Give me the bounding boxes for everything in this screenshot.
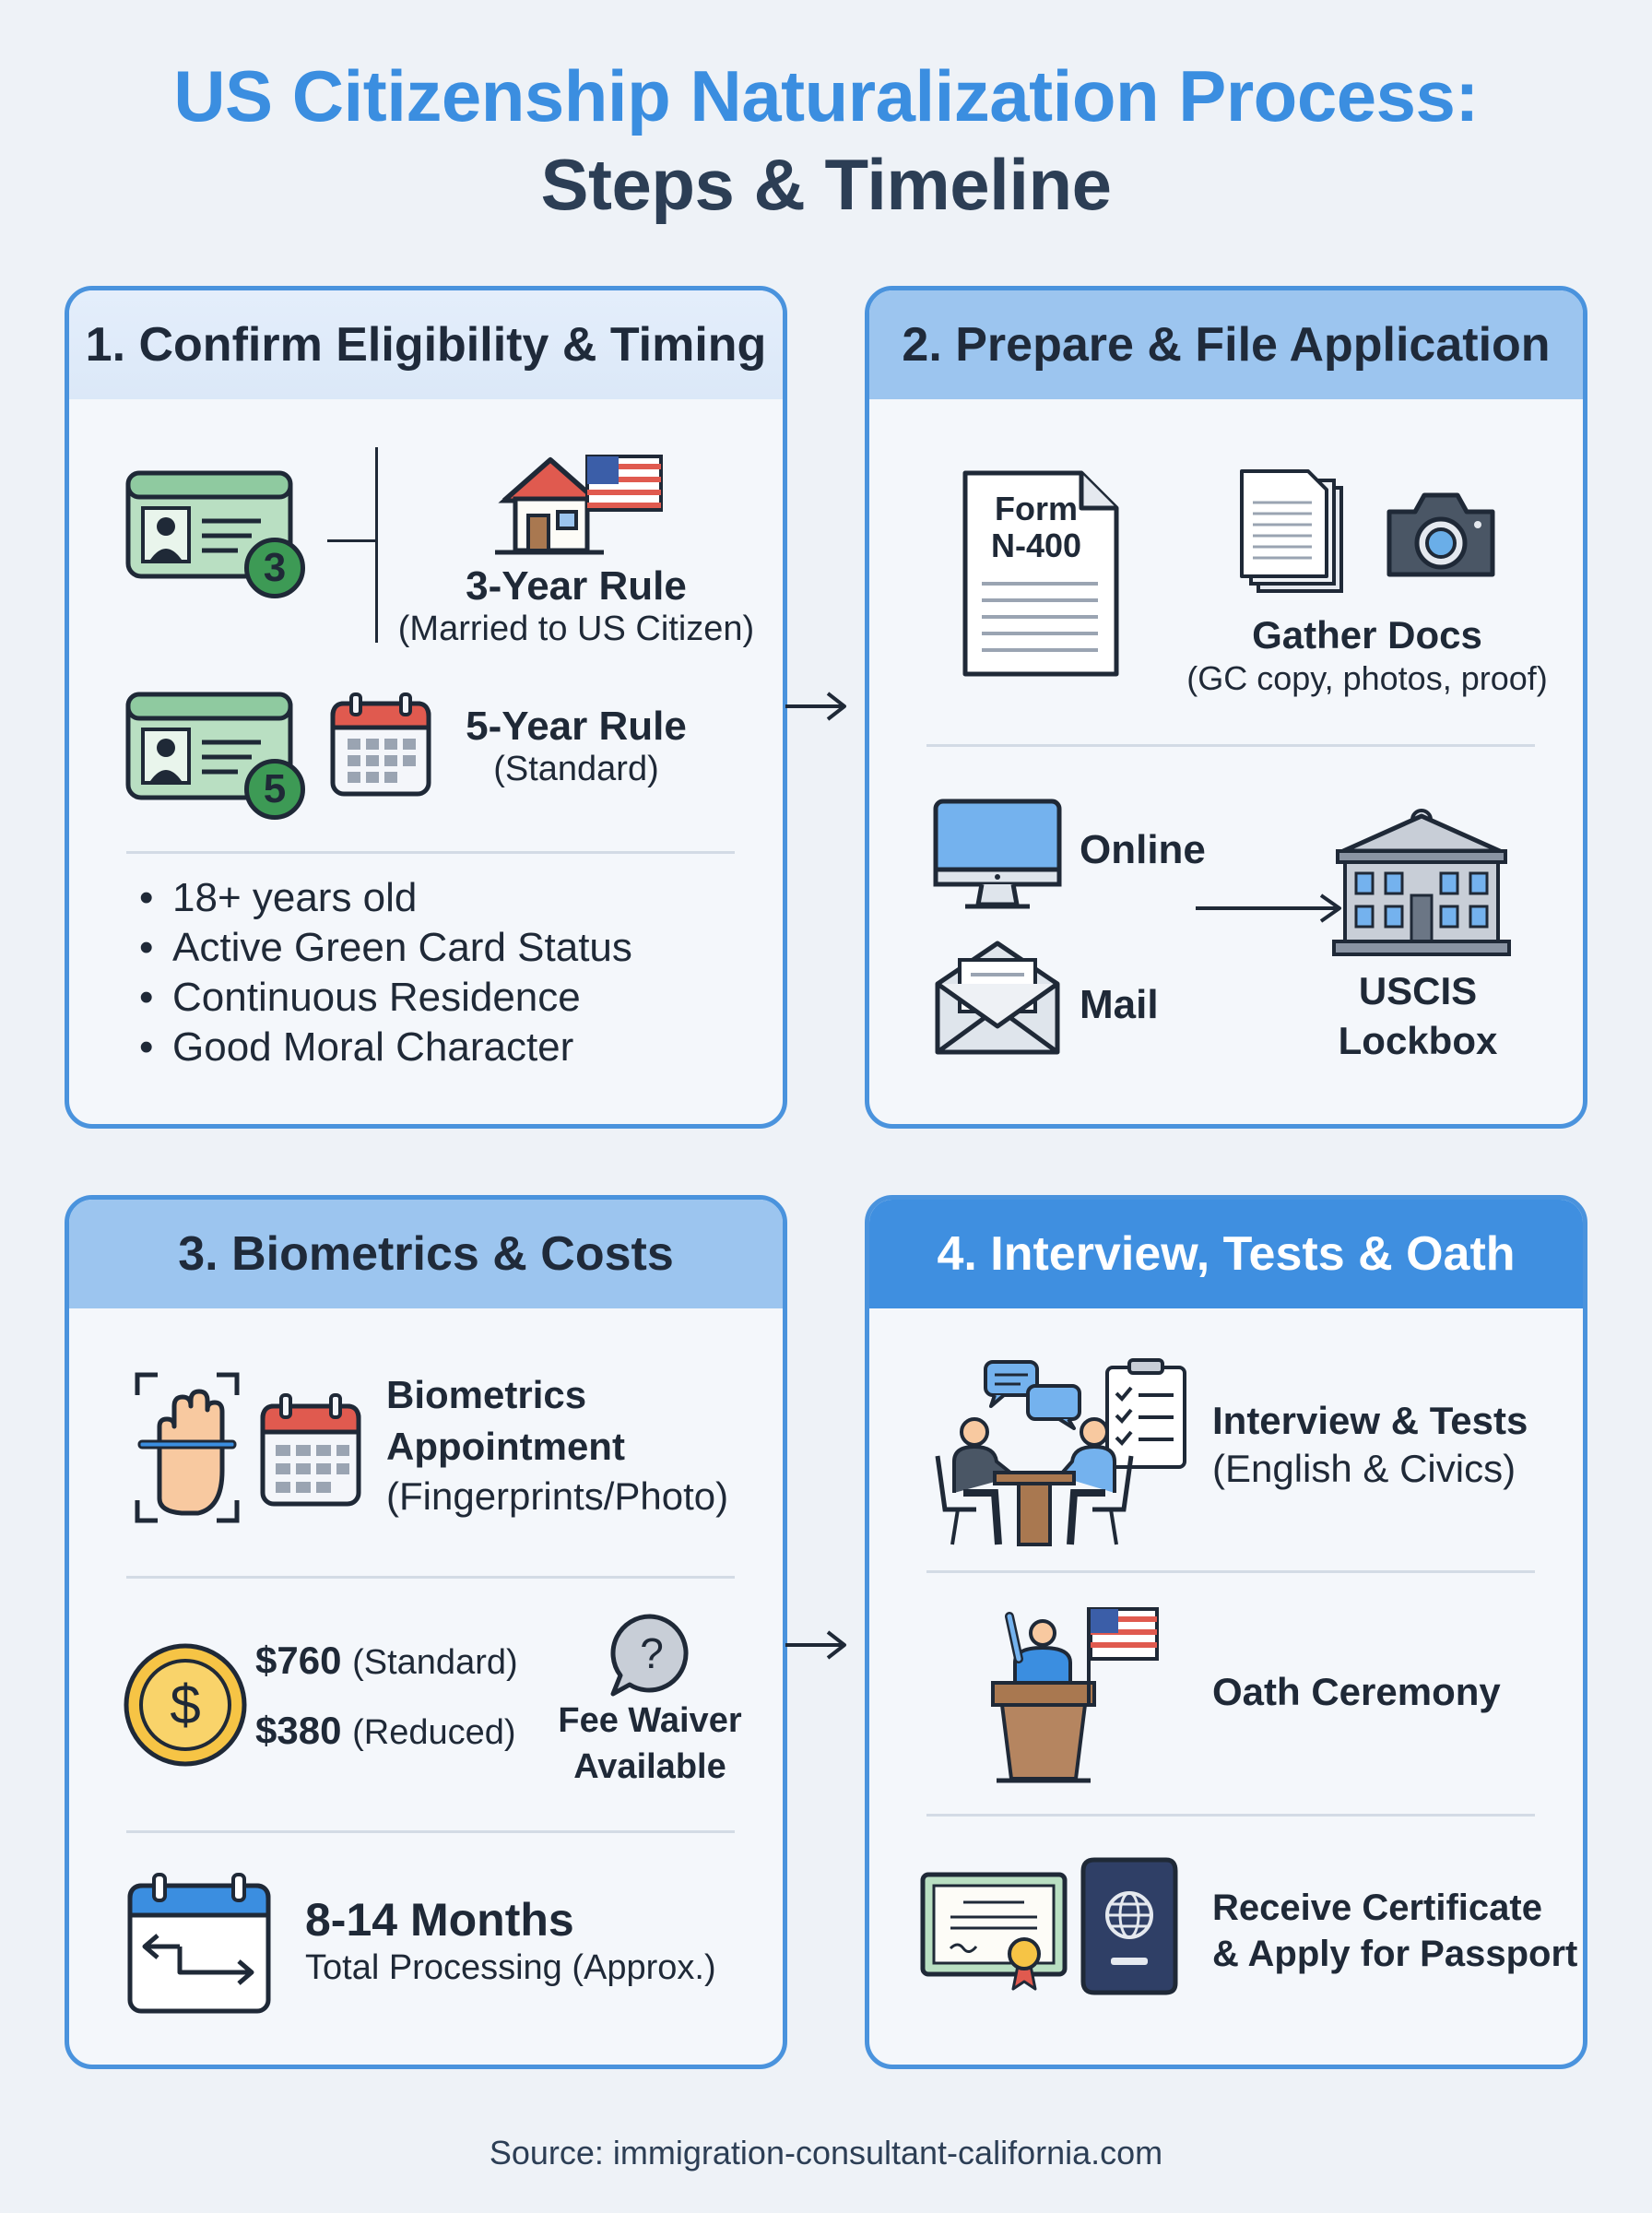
house-flag-icon — [495, 455, 663, 555]
dollar-coin-icon: $ — [124, 1643, 247, 1767]
gather-docs-subtitle: (GC copy, photos, proof) — [1186, 659, 1548, 697]
title-line-1: US Citizenship Naturalization Process: — [173, 55, 1479, 136]
monitor-icon — [933, 799, 1062, 909]
destination-line1: USCIS — [1358, 969, 1478, 1012]
page-title: US Citizenship Naturalization Process: S… — [0, 52, 1652, 229]
panel4-divider-2 — [926, 1814, 1535, 1817]
interview-title: Interview & Tests — [1212, 1399, 1528, 1442]
panel-prepare-header: 2. Prepare & File Application — [869, 290, 1583, 399]
interview-subtitle: (English & Civics) — [1212, 1447, 1516, 1490]
badge-5: 5 — [244, 759, 305, 820]
rule3-title: 3-Year Rule — [466, 563, 687, 609]
building-icon — [1332, 809, 1511, 956]
fee-reduced-amount: $380 — [255, 1709, 342, 1752]
title-line-2: Steps & Timeline — [540, 144, 1112, 225]
envelope-icon — [935, 941, 1060, 1055]
appointment-line2: Appointment — [386, 1425, 625, 1468]
camera-icon — [1386, 492, 1495, 577]
certificate-line2: & Apply for Passport — [1212, 1934, 1578, 1974]
passport-icon — [1080, 1857, 1178, 1995]
panel-interview-header: 4. Interview, Tests & Oath — [869, 1200, 1583, 1308]
calendar-icon — [330, 692, 431, 797]
panel-biometrics: 3. Biometrics & Costs Biometrics Appoint… — [65, 1195, 787, 2069]
panel-eligibility: 1. Confirm Eligibility & Timing 3 3-Year… — [65, 286, 787, 1129]
requirements-list: 18+ years old Active Green Card Status C… — [139, 873, 632, 1072]
fingerprint-scan-icon — [135, 1372, 240, 1523]
rule3-subtitle: (Married to US Citizen) — [397, 609, 755, 648]
panel3-divider-2 — [126, 1830, 735, 1833]
fee-standard: $760 (Standard) — [255, 1639, 518, 1683]
waiver-line2: Available — [573, 1747, 726, 1786]
panel-prepare: 2. Prepare & File Application Form N-400… — [865, 286, 1587, 1129]
oath-title: Oath Ceremony — [1212, 1670, 1501, 1713]
calendar-icon-2 — [260, 1393, 361, 1507]
svg-text:?: ? — [640, 1629, 664, 1677]
interview-icon — [935, 1358, 1186, 1546]
fee-reduced: $380 (Reduced) — [255, 1709, 516, 1753]
form-label-line2: N-400 — [990, 527, 1082, 564]
question-bubble-icon: ? — [610, 1614, 689, 1697]
requirement-item: Good Moral Character — [139, 1023, 632, 1072]
panel-biometrics-header: 3. Biometrics & Costs — [69, 1200, 783, 1308]
appointment-line3: (Fingerprints/Photo) — [386, 1474, 729, 1518]
rule5-subtitle: (Standard) — [493, 750, 659, 788]
waiver-line1: Fee Waiver — [558, 1701, 742, 1740]
requirement-item: 18+ years old — [139, 873, 632, 923]
badge-5-label: 5 — [263, 766, 287, 811]
arrow-right-icon — [1196, 893, 1341, 923]
fee-reduced-label: (Reduced) — [352, 1713, 516, 1752]
podium-icon — [991, 1607, 1159, 1783]
connector-line — [327, 539, 375, 542]
source-credit: Source: immigration-consultant-californi… — [489, 2134, 1163, 2172]
fee-standard-label: (Standard) — [352, 1643, 518, 1682]
requirement-item: Continuous Residence — [139, 973, 632, 1023]
divider-vertical — [375, 447, 378, 643]
gather-docs-title: Gather Docs — [1252, 613, 1482, 657]
rule5-title: 5-Year Rule — [466, 704, 687, 749]
fee-standard-amount: $760 — [255, 1639, 342, 1682]
calendar-transfer-icon — [127, 1873, 271, 2014]
certificate-icon — [920, 1872, 1068, 1991]
green-card-icon — [125, 470, 293, 579]
panel4-divider-1 — [926, 1570, 1535, 1573]
flow-arrow-icon-2 — [785, 1630, 846, 1660]
document-icon — [962, 470, 1119, 677]
panel3-divider-1 — [126, 1576, 735, 1579]
badge-3-label: 3 — [263, 545, 287, 590]
papers-icon — [1240, 469, 1343, 593]
panel-interview: 4. Interview, Tests & Oath — [865, 1195, 1587, 2069]
requirement-item: Active Green Card Status — [139, 923, 632, 973]
online-label: Online — [1080, 827, 1206, 872]
svg-text:$: $ — [170, 1674, 200, 1735]
panel1-divider — [126, 851, 735, 854]
timeline-subtitle: Total Processing (Approx.) — [305, 1948, 716, 1987]
appointment-line1: Biometrics — [386, 1373, 587, 1416]
panel2-divider — [926, 744, 1535, 747]
mail-label: Mail — [1080, 982, 1159, 1027]
form-label-line1: Form — [995, 490, 1078, 527]
certificate-line1: Receive Certificate — [1212, 1888, 1542, 1928]
flow-arrow-icon — [785, 692, 846, 721]
destination-line2: Lockbox — [1338, 1019, 1498, 1062]
badge-3: 3 — [244, 538, 305, 598]
timeline-title: 8-14 Months — [305, 1894, 574, 1946]
panel-eligibility-header: 1. Confirm Eligibility & Timing — [69, 290, 783, 399]
